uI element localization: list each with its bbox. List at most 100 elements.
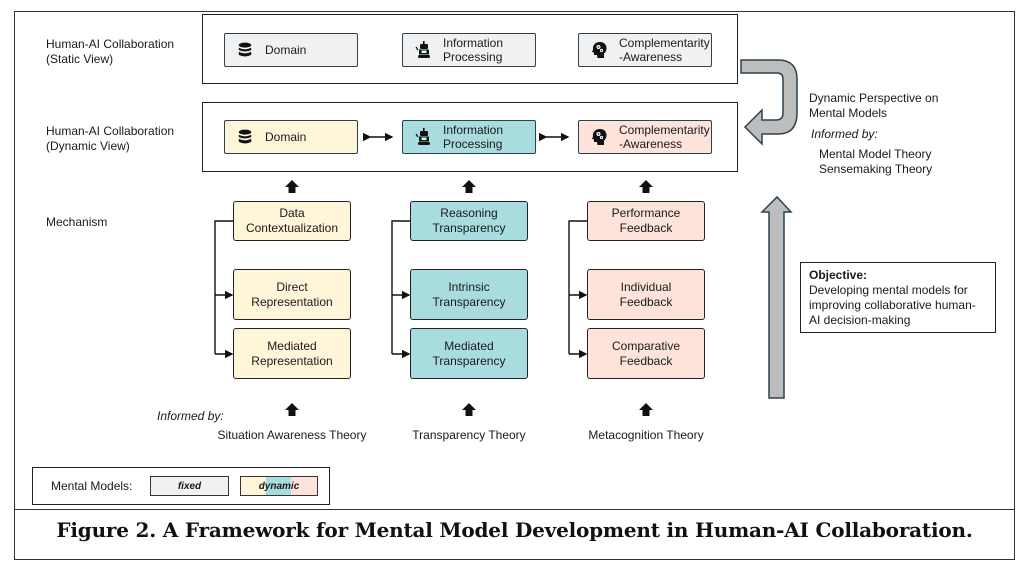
dynamic-node-complementarity-awareness: Complementarity-Awareness: [578, 120, 712, 154]
legend: Mental Models: fixed dynamic: [32, 467, 330, 505]
objective-title: Objective:: [809, 268, 868, 282]
static-node-complementarity-awareness: Complementarity-Awareness: [578, 33, 712, 67]
node-label-line: Information: [443, 123, 504, 137]
dynamic-perspective-informed-by: Informed by:: [811, 127, 878, 141]
bracket-connector: [568, 220, 587, 354]
theory-label: Metacognition Theory: [588, 428, 704, 442]
node-label: Complementarity-Awareness: [619, 123, 710, 151]
up-arrow-icon: [639, 180, 653, 193]
caption-divider: [14, 509, 1015, 510]
node-label-line: Domain: [265, 43, 307, 57]
robot-icon: [415, 128, 433, 146]
legend-dynamic: dynamic: [240, 476, 318, 496]
dynamic-perspective-theories: Mental Model Theory Sensemaking Theory: [819, 147, 932, 177]
mechanism-label-line: Transparency: [432, 353, 506, 368]
mechanism-label-line: Comparative: [611, 338, 681, 353]
mental-model-theory: Mental Model Theory: [819, 147, 932, 161]
head-gears-icon: [591, 128, 609, 146]
mechanism-label-line: Feedback: [619, 353, 673, 368]
robot-icon: [415, 41, 433, 59]
objective-line2: improving collaborative human-: [809, 298, 976, 312]
bracket-connector: [391, 220, 410, 354]
dynamic-node-domain: Domain: [224, 120, 358, 154]
mechanism-label-line: Intrinsic: [448, 279, 490, 294]
legend-label: Mental Models:: [51, 479, 133, 493]
mechanism-label-line: Data: [279, 206, 305, 220]
mechanism-label-line: Mediated: [267, 338, 317, 353]
database-icon: [237, 128, 255, 146]
node-label-line: Domain: [265, 130, 307, 144]
objective-line1: Developing mental models for: [809, 283, 968, 297]
dynamic-perspective-title: Dynamic Perspective on Mental Models: [809, 91, 938, 121]
mechanism-label-line: Feedback: [619, 294, 673, 309]
mechanism-label-line: Transparency: [432, 294, 506, 309]
mechanism-label-line: Direct: [276, 279, 308, 294]
objective-up-arrow: [760, 195, 793, 399]
theory-label: Situation Awareness Theory: [217, 428, 367, 442]
database-icon: [237, 41, 255, 59]
up-arrow-icon: [285, 403, 299, 416]
dynamic-view-label-line2: (Dynamic View): [46, 139, 130, 153]
static-view-label-line1: Human-AI Collaboration: [46, 37, 175, 51]
dynamic-perspective-curved-arrow: [740, 59, 798, 146]
static-view-label-line2: (Static View): [46, 52, 114, 66]
figure-caption: Figure 2. A Framework for Mental Model D…: [56, 518, 973, 542]
theory-label: Transparency Theory: [412, 428, 526, 442]
mechanism-informed-by: Informed by:: [157, 409, 224, 423]
static-view-label: Human-AI Collaboration (Static View): [46, 37, 174, 67]
mechanism-label-line: Representation: [251, 353, 333, 368]
legend-fixed: fixed: [150, 476, 229, 496]
mechanism-label-line: Individual: [620, 279, 672, 294]
up-arrow-icon: [462, 180, 476, 193]
mechanism-label-line: Contextualization: [245, 221, 339, 235]
node-label-line: Complementarity: [619, 123, 710, 137]
node-label-line: Processing: [443, 137, 503, 151]
node-label-line: -Awareness: [619, 50, 683, 64]
node-label-line: Complementarity: [619, 36, 710, 50]
mechanism-label-line: Feedback: [619, 221, 673, 235]
objective-line3: AI decision-making: [809, 313, 911, 327]
sensemaking-theory: Sensemaking Theory: [819, 162, 933, 176]
dynamic-view-label: Human-AI Collaboration (Dynamic View): [46, 124, 174, 154]
node-label-line: Information: [443, 36, 504, 50]
node-label: Domain: [265, 43, 306, 57]
node-label-line: -Awareness: [619, 137, 683, 151]
mechanism-label-line: Representation: [251, 294, 333, 309]
up-arrow-icon: [639, 403, 653, 416]
head-gears-icon: [591, 41, 609, 59]
static-node-domain: Domain: [224, 33, 358, 67]
node-label: Complementarity-Awareness: [619, 36, 710, 64]
mechanism-label-line: Performance: [611, 206, 681, 220]
mechanism-label-line: Transparency: [432, 221, 506, 235]
up-arrow-icon: [285, 180, 299, 193]
mechanism-label-line: Reasoning: [440, 206, 498, 220]
mechanism-label-line: Mediated: [444, 338, 494, 353]
dynamic-perspective-title-line1: Dynamic Perspective on: [809, 91, 939, 105]
bracket-connector: [214, 220, 233, 354]
figure-frame: [14, 11, 1015, 560]
node-label-line: Processing: [443, 50, 503, 64]
up-arrow-icon: [462, 403, 476, 416]
objective-box: Objective: Developing mental models for …: [800, 262, 996, 333]
